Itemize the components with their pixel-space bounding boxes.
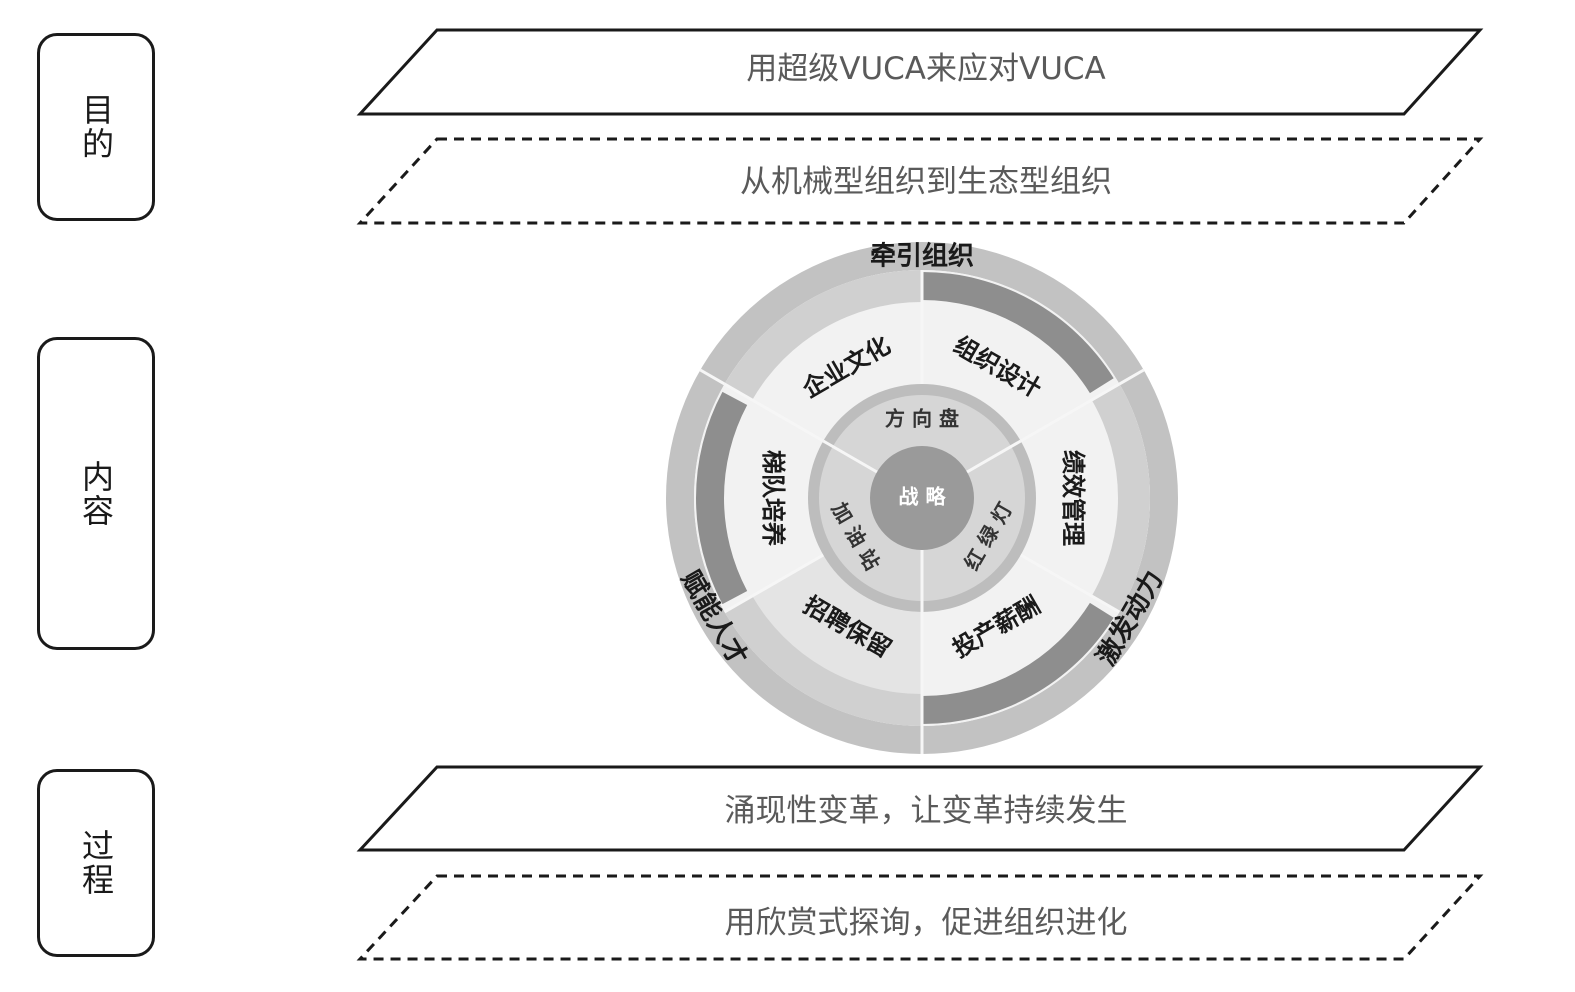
middle-label-talent-ladder: 梯队培养 bbox=[759, 450, 787, 546]
middle-separator bbox=[723, 382, 825, 443]
outer-separator bbox=[1118, 368, 1145, 386]
accent-arc-compensation bbox=[922, 602, 1114, 724]
center-label: 战 略 bbox=[899, 485, 947, 509]
purpose-band-2-text: 从机械型组织到生态型组织 bbox=[740, 164, 1112, 200]
purpose-label: 目的 bbox=[77, 93, 115, 161]
middle-outer-band-bottom-left bbox=[724, 596, 922, 726]
purpose-band-2-shape bbox=[356, 137, 1484, 225]
center-circle bbox=[870, 446, 974, 550]
middle-ring-segment bbox=[724, 270, 922, 441]
middle-outer-band-top-left bbox=[724, 270, 922, 400]
middle-label-performance: 绩效管理 bbox=[1059, 450, 1087, 546]
process-band-1-shape bbox=[356, 765, 1484, 852]
process-band-2-shape bbox=[356, 874, 1484, 961]
accent-arc-talent bbox=[696, 391, 748, 605]
strategy-wheel: 战 略方 向 盘加 油 站红 绿 灯企业文化组织设计绩效管理投产薪酬招聘保留梯队… bbox=[666, 241, 1178, 754]
middle-separator bbox=[723, 553, 825, 614]
process-label: 过程 bbox=[77, 829, 115, 897]
middle-separator bbox=[1019, 553, 1121, 614]
middle-ring-segment bbox=[922, 270, 1120, 441]
outer-label-top: 牵引组织 bbox=[870, 241, 974, 272]
inner-separator bbox=[822, 439, 878, 474]
purpose-band-1-shape bbox=[356, 28, 1484, 116]
middle-outer-band-right bbox=[1091, 384, 1150, 612]
purpose-band-1-text: 用超级VUCA来应对VUCA bbox=[746, 51, 1106, 87]
inner-label-top: 方 向 盘 bbox=[885, 407, 959, 431]
inner-separator bbox=[966, 439, 1022, 474]
process-band-1-text: 涌现性变革，让变革持续发生 bbox=[725, 793, 1128, 829]
process-label-box: 过程 bbox=[37, 769, 155, 957]
accent-arc-org-design bbox=[922, 272, 1114, 394]
purpose-label-box: 目的 bbox=[37, 33, 155, 221]
middle-ring-segment bbox=[922, 555, 1120, 726]
content-label-box: 内容 bbox=[37, 337, 155, 650]
outer-separator bbox=[699, 368, 726, 386]
process-band-2-text: 用欣赏式探询，促进组织进化 bbox=[725, 905, 1128, 941]
middle-ring-segment bbox=[724, 555, 922, 726]
middle-separator bbox=[1019, 382, 1121, 443]
content-label: 内容 bbox=[77, 459, 115, 528]
